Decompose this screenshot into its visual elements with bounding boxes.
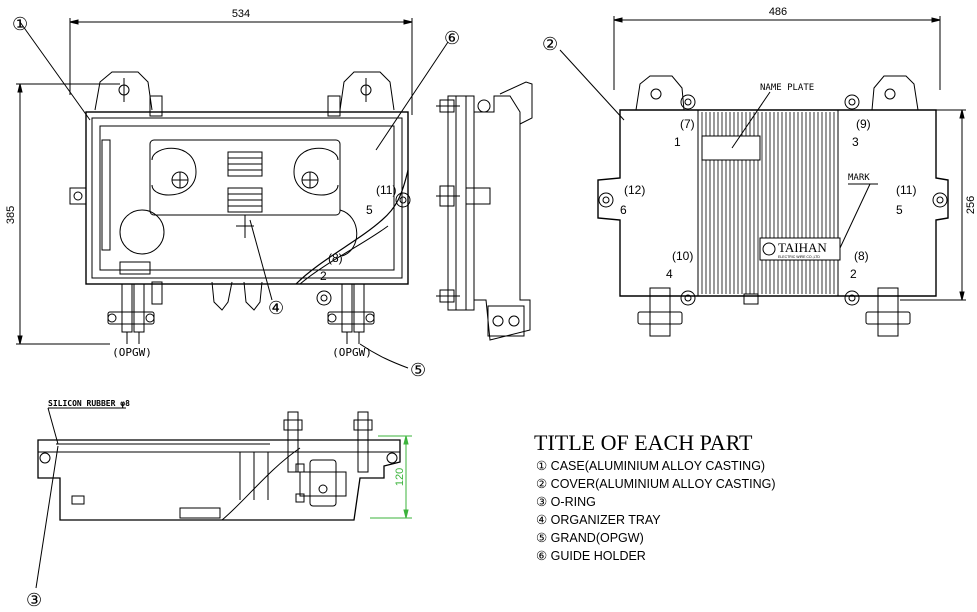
dimension-385-label: 385 bbox=[5, 206, 17, 224]
case-front-view: 534 385 bbox=[5, 8, 460, 380]
silicon-rubber-label: SILICON RUBBER φ8 bbox=[48, 399, 130, 408]
cover-bolt-4: 4 bbox=[666, 267, 673, 281]
dimension-256 bbox=[900, 109, 966, 301]
marker-1: ① bbox=[12, 14, 28, 34]
part-item: ② COVER(ALUMINIUM ALLOY CASTING) bbox=[536, 477, 776, 491]
cover-bolt-12: (12) bbox=[624, 183, 645, 197]
case-side-view bbox=[436, 81, 533, 341]
cover-bolt-11: (11) bbox=[896, 183, 916, 197]
cover-bolt-3: 3 bbox=[852, 135, 859, 149]
dimension-486-label: 486 bbox=[769, 6, 787, 18]
part-item: ⑤ GRAND(OPGW) bbox=[536, 531, 644, 545]
cover-bolt-6: 6 bbox=[620, 203, 627, 217]
part-item: ① CASE(ALUMINIUM ALLOY CASTING) bbox=[536, 459, 765, 473]
cover-bolt-5: 5 bbox=[896, 203, 903, 217]
marker-4: ④ bbox=[268, 298, 284, 318]
marker-3: ③ bbox=[26, 590, 42, 610]
part-item: ④ ORGANIZER TRAY bbox=[536, 513, 661, 527]
bottom-side-view: SILICON RUBBER φ8 120 ③ bbox=[26, 399, 412, 610]
ribbed-panel bbox=[697, 109, 839, 297]
brand-sub-label: ELECTRIC WIRE CO.,LTD bbox=[778, 255, 820, 259]
cover-bolt-7: (7) bbox=[680, 117, 695, 131]
parts-title: TITLE OF EACH PART bbox=[534, 430, 753, 455]
dimension-534-label: 534 bbox=[232, 8, 250, 20]
opgw-gland-right bbox=[316, 283, 375, 344]
cover-front-view: 486 256 NAME PLATE TAIHAN ELECTRIC bbox=[542, 6, 977, 337]
case-bolt-8: (8) bbox=[328, 251, 343, 265]
dimension-120-label: 120 bbox=[394, 468, 406, 486]
marker-6: ⑥ bbox=[444, 28, 460, 48]
marker-2: ② bbox=[542, 34, 558, 54]
cover-bolt-2: 2 bbox=[850, 267, 857, 281]
marker-5: ⑤ bbox=[410, 360, 426, 380]
dimension-385 bbox=[16, 83, 120, 345]
part-item: ⑥ GUIDE HOLDER bbox=[536, 549, 646, 563]
part-item: ③ O-RING bbox=[536, 495, 596, 509]
cover-bolt-8: (8) bbox=[854, 249, 869, 263]
mark-label: MARK bbox=[848, 173, 870, 183]
dimension-486 bbox=[613, 16, 941, 90]
opgw-label-right: (OPGW) bbox=[332, 346, 372, 359]
organizer-tray bbox=[149, 139, 341, 238]
dimension-120 bbox=[370, 435, 412, 519]
name-plate-label: NAME PLATE bbox=[760, 83, 814, 93]
cover-bolt-10: (10) bbox=[672, 249, 693, 263]
cover-bolt-1: 1 bbox=[674, 135, 681, 149]
parts-legend: TITLE OF EACH PART ① CASE(ALUMINIUM ALLO… bbox=[534, 430, 776, 563]
cover-bolt-9: (9) bbox=[856, 117, 871, 131]
dimension-256-label: 256 bbox=[965, 196, 977, 214]
brand-label: TAIHAN bbox=[778, 240, 827, 255]
opgw-gland-left bbox=[107, 283, 155, 344]
case-bolt-5: 5 bbox=[366, 203, 373, 217]
dimension-534 bbox=[69, 18, 413, 115]
case-bolt-2: 2 bbox=[320, 269, 327, 283]
opgw-label-left: (OPGW) bbox=[112, 346, 152, 359]
case-bolt-11: (11) bbox=[376, 183, 396, 197]
